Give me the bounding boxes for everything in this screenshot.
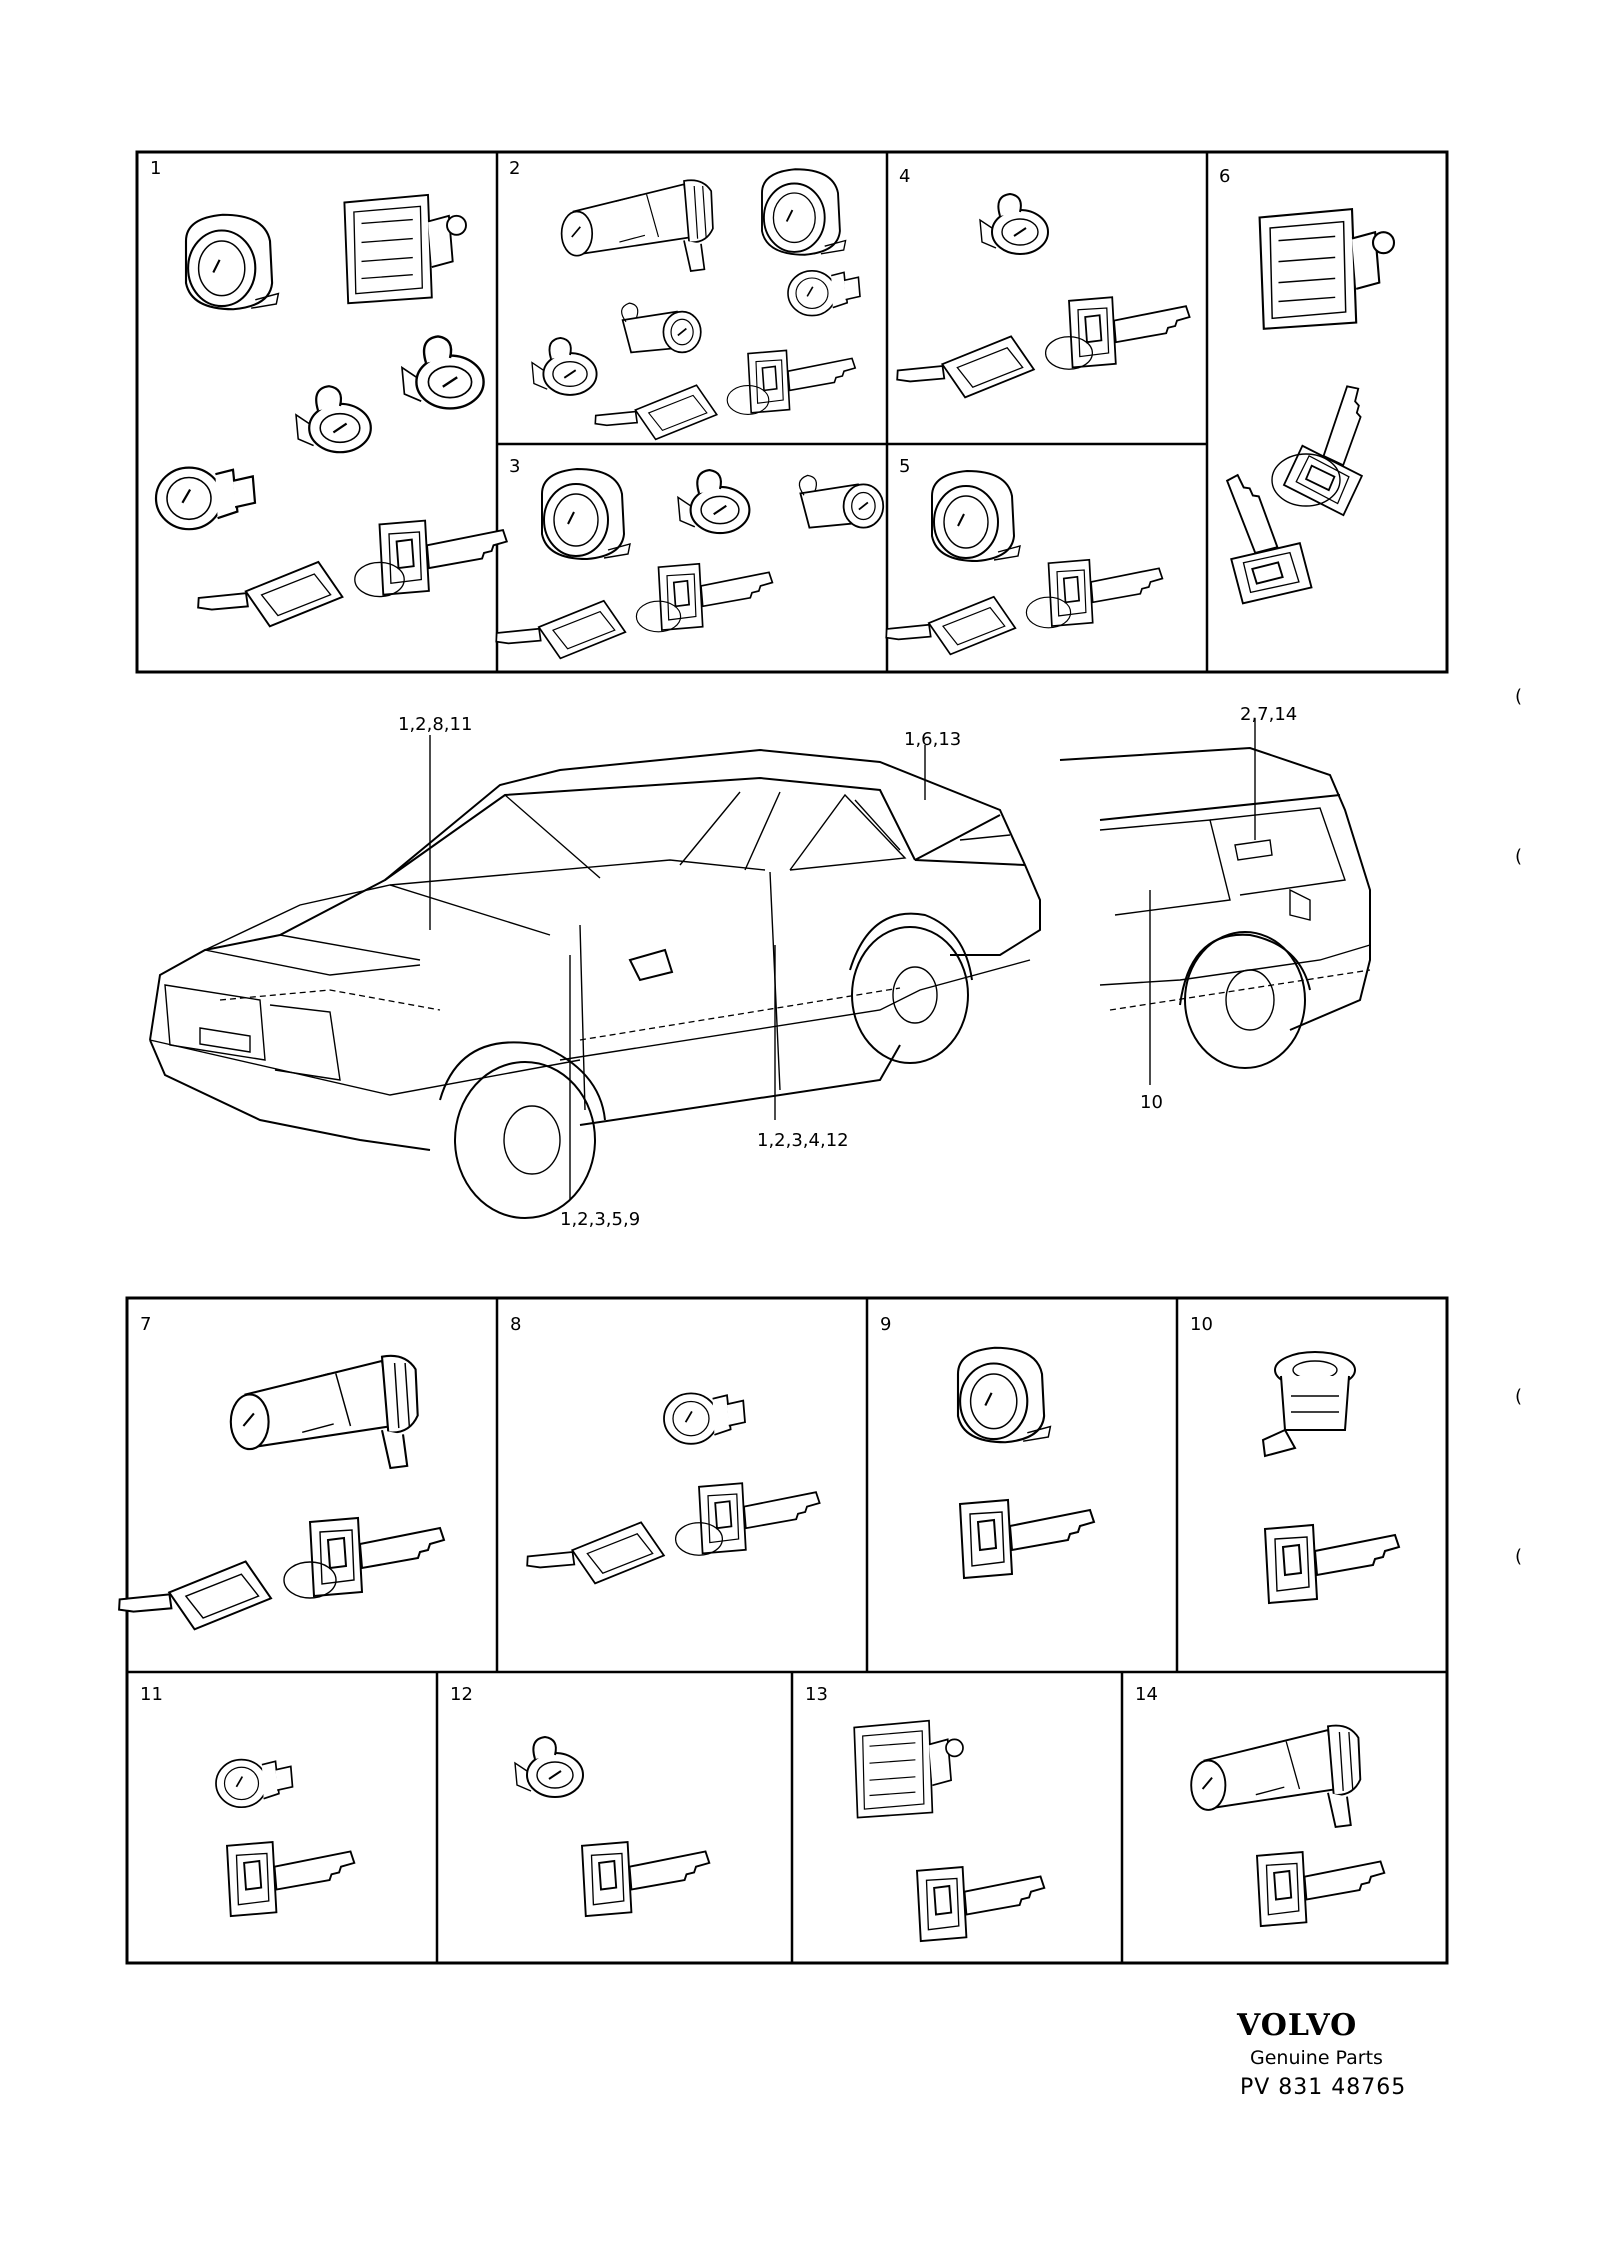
brand-subtitle: Genuine Parts [1250,2047,1383,2069]
panel-label-12: 12 [450,1684,473,1705]
margin-mark-4: ( [1515,1546,1522,1567]
panel-label-1: 1 [150,158,161,179]
callout-rear-door: 1,2,3,4,12 [757,1130,849,1151]
wagon-illustration [1059,746,1371,1069]
panel-label-14: 14 [1135,1684,1158,1705]
panel-label-3: 3 [509,456,520,477]
panel-label-7: 7 [140,1314,151,1335]
panel-7-parts [115,1354,444,1639]
margin-mark-3: ( [1515,1386,1522,1407]
panel-label-6: 6 [1219,166,1230,187]
panel-13-parts [853,1719,1046,1943]
callout-front-door: 1,2,3,5,9 [560,1209,640,1230]
part-code: PV 831 48765 [1240,2075,1406,2100]
callout-side-window: 10 [1140,1092,1163,1113]
bottom-grid-frame [125,1296,1449,1965]
panel-label-4: 4 [899,166,910,187]
panel-3-parts [493,468,885,667]
panel-1-parts [154,193,507,636]
callout-tailgate: 2,7,14 [1240,704,1297,725]
sedan-illustration [149,748,1041,1219]
panel-label-8: 8 [510,1314,521,1335]
panel-label-2: 2 [509,158,520,179]
panel-8-parts [523,1392,819,1592]
callout-hood: 1,2,8,11 [398,714,472,735]
panel-11-parts [215,1758,356,1918]
top-grid-frame [135,150,1449,674]
panel-5-parts [883,470,1163,663]
panel-label-11: 11 [140,1684,163,1705]
panel-label-10: 10 [1190,1314,1213,1335]
panel-14-parts [1190,1724,1386,1928]
panel-label-5: 5 [899,456,910,477]
panel-12-parts [514,1736,711,1918]
volvo-logo: VOLVO [1236,2008,1357,2043]
panel-4-parts [893,193,1189,406]
margin-mark-1: ( [1515,686,1522,707]
panel-10-parts [1262,1351,1400,1604]
panel-9-parts [956,1346,1095,1579]
panel-2-parts [531,168,861,447]
panel-6-parts [1216,208,1403,605]
panel-label-13: 13 [805,1684,828,1705]
margin-mark-2: ( [1515,846,1522,867]
panel-label-9: 9 [880,1314,891,1335]
callout-trunk: 1,6,13 [904,729,961,750]
